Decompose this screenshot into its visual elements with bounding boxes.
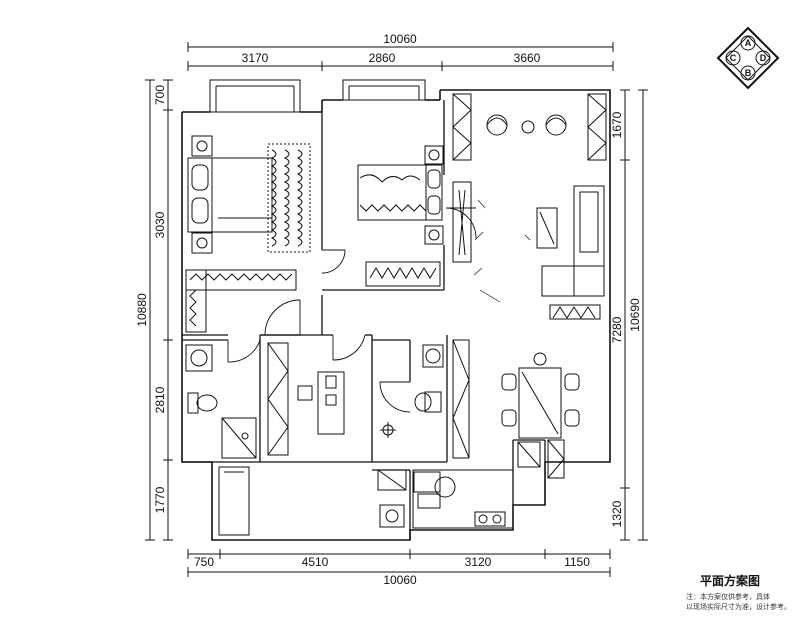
plan-notes: 注：本方案仅供参考，具体 以现场实际尺寸为准，设计参考。 xyxy=(686,592,798,612)
dim-left-total: 10880 xyxy=(135,293,149,327)
balcony-bedroom-2 xyxy=(342,79,426,101)
study-shelves xyxy=(267,342,289,456)
dim-left-segment: 2810 xyxy=(153,386,167,413)
fridge-cabinet xyxy=(517,439,565,479)
dim-right-total: 10690 xyxy=(628,298,642,332)
dining-table xyxy=(501,352,580,439)
dim-bottom-segment: 1150 xyxy=(564,555,590,569)
light-rays xyxy=(473,199,531,303)
dim-bottom-total: 10060 xyxy=(383,573,417,587)
dim-top-segment: 3170 xyxy=(242,51,269,65)
dim-right-segment: 7280 xyxy=(610,316,624,343)
coffee-table xyxy=(536,207,558,249)
bedroom-2-nightstands xyxy=(424,145,444,245)
bedroom-2-wardrobe xyxy=(365,261,441,287)
doors xyxy=(227,207,477,413)
bathroom-2-fixtures xyxy=(380,339,470,459)
compass-letter-d: D xyxy=(760,53,767,63)
bedroom-1-bed xyxy=(187,143,311,253)
dim-bottom-segment: 4510 xyxy=(302,555,329,569)
bedroom-1-wardrobe xyxy=(185,269,297,333)
dim-bottom-segment: 3120 xyxy=(465,555,492,569)
dim-left-segment: 700 xyxy=(153,85,167,105)
bathroom-1-fixtures xyxy=(185,344,257,459)
compass-letter-c: C xyxy=(730,53,737,63)
dim-left-segment: 1770 xyxy=(153,486,167,513)
dim-left-segment: 3030 xyxy=(153,211,167,238)
sofa xyxy=(541,185,605,297)
bedroom-2-bed xyxy=(357,164,443,221)
lounge-cabinets xyxy=(452,93,607,161)
plan-title: 平面方案图 xyxy=(700,574,761,588)
dimension-lines xyxy=(145,42,648,577)
plan-note-line: 以现场实际尺寸为准，设计参考。 xyxy=(686,603,791,611)
dim-right-segment: 1320 xyxy=(610,500,624,527)
side-cabinet xyxy=(549,304,601,320)
compass-letter-a: A xyxy=(745,38,752,48)
plan-note-line: 注：本方案仅供参考，具体 xyxy=(686,593,770,601)
compass-icon xyxy=(716,26,780,90)
dim-top-total: 10060 xyxy=(383,32,417,46)
lounge-chairs xyxy=(486,114,567,136)
kitchen-fixtures xyxy=(377,469,514,529)
bottom-balcony xyxy=(218,466,250,536)
dim-right-segment: 1670 xyxy=(610,111,624,138)
tv-cabinet xyxy=(452,181,472,263)
compass-letter-b: B xyxy=(745,68,752,78)
interior-walls xyxy=(182,100,546,540)
dim-top-segment: 3660 xyxy=(514,51,541,65)
dim-bottom-segment: 750 xyxy=(194,555,214,569)
balcony-bedroom-1 xyxy=(209,79,301,113)
study-desk xyxy=(297,371,345,435)
bedroom-1-nightstands xyxy=(191,135,213,254)
dim-top-segment: 2860 xyxy=(369,51,396,65)
